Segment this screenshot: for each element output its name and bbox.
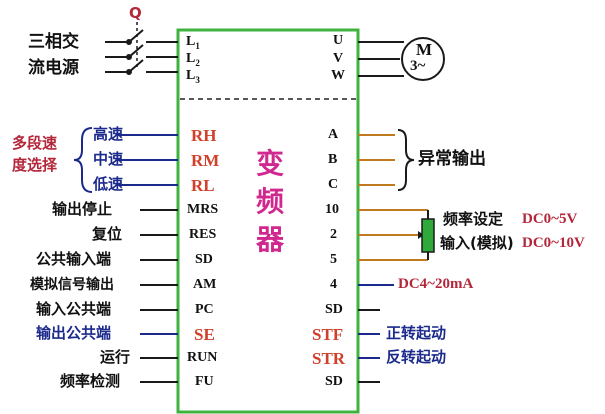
label-abnormal-output: 异常输出 bbox=[418, 149, 486, 169]
pin-am: AM bbox=[193, 277, 217, 292]
potentiometer bbox=[421, 218, 435, 253]
pin-sd-right-1: SD bbox=[325, 302, 343, 317]
motor-symbol: M bbox=[416, 40, 433, 59]
pin-b: B bbox=[328, 152, 338, 167]
label-reset: 复位 bbox=[92, 225, 123, 243]
abnormal-bracket bbox=[397, 129, 415, 191]
inverter-title-char-3: 器 bbox=[256, 223, 285, 256]
supply-wires bbox=[105, 41, 178, 73]
abc-wires bbox=[358, 134, 395, 186]
pin-rm: RM bbox=[191, 151, 220, 170]
pin-4: 4 bbox=[330, 277, 337, 292]
label-input-analog: 输入(模拟) bbox=[440, 234, 514, 252]
label-run: 运行 bbox=[100, 348, 131, 366]
multi-speed-label-2: 度选择 bbox=[12, 156, 58, 174]
label-dc-0-5v: DC0~5V bbox=[522, 211, 578, 227]
label-dc-4-20ma: DC4~20mA bbox=[398, 276, 474, 292]
pin-run: RUN bbox=[187, 350, 218, 365]
label-common-input: 公共输入端 bbox=[36, 250, 112, 268]
pin-2: 2 bbox=[330, 227, 337, 242]
label-freq-set: 频率设定 bbox=[443, 210, 504, 228]
multi-speed-bracket bbox=[73, 127, 93, 193]
label-reverse-start: 反转起动 bbox=[386, 348, 447, 366]
label-dc-0-10v: DC0~10V bbox=[522, 235, 585, 251]
pin-l3: L3 bbox=[186, 68, 200, 85]
pin-rh: RH bbox=[191, 126, 217, 145]
switch-label: Q bbox=[129, 4, 142, 22]
pin-a: A bbox=[328, 127, 339, 142]
label-output-stop: 输出停止 bbox=[52, 200, 113, 218]
pin-se: SE bbox=[194, 325, 215, 344]
pin-rl: RL bbox=[191, 176, 215, 195]
label-low-speed: 低速 bbox=[93, 175, 124, 193]
right-lower-wires bbox=[358, 284, 394, 383]
motor-phase: 3~ bbox=[410, 58, 426, 74]
pin-l1: L1 bbox=[186, 34, 200, 51]
pin-str: STR bbox=[312, 349, 346, 368]
pin-10: 10 bbox=[325, 202, 339, 217]
label-output-common: 输出公共端 bbox=[36, 324, 112, 342]
pin-w: W bbox=[331, 68, 345, 83]
pin-u: U bbox=[333, 33, 344, 48]
pin-sd-right-2: SD bbox=[325, 374, 343, 389]
pin-res: RES bbox=[189, 227, 217, 242]
label-high-speed: 高速 bbox=[93, 125, 124, 143]
supply-label-line1: 三相交 bbox=[28, 32, 79, 52]
pin-v: V bbox=[333, 51, 344, 66]
label-input-common: 输入公共端 bbox=[36, 300, 112, 318]
motor-circle bbox=[401, 37, 445, 81]
pin-mrs: MRS bbox=[187, 202, 219, 217]
left-wires bbox=[118, 134, 178, 383]
pin-pc: PC bbox=[195, 302, 214, 317]
multi-speed-label-1: 多段速 bbox=[12, 134, 58, 152]
pin-c: C bbox=[328, 177, 339, 192]
motor-wires bbox=[358, 41, 404, 77]
inverter-box bbox=[176, 28, 360, 414]
label-analog-output: 模拟信号输出 bbox=[30, 277, 114, 293]
pin-5: 5 bbox=[330, 252, 337, 267]
pin-l2: L2 bbox=[186, 51, 200, 68]
label-mid-speed: 中速 bbox=[93, 150, 124, 168]
pin-fu: FU bbox=[195, 374, 214, 389]
label-forward-start: 正转起动 bbox=[386, 324, 447, 342]
supply-label-line2: 流电源 bbox=[28, 58, 79, 78]
pin-sd-left: SD bbox=[195, 252, 213, 267]
switch-q bbox=[126, 22, 144, 75]
pot-wires bbox=[358, 209, 429, 261]
label-freq-detect: 频率检测 bbox=[60, 372, 121, 390]
pin-stf: STF bbox=[312, 325, 344, 344]
inverter-title-char-2: 频 bbox=[256, 185, 285, 218]
inverter-title-char-1: 变 bbox=[256, 147, 285, 180]
